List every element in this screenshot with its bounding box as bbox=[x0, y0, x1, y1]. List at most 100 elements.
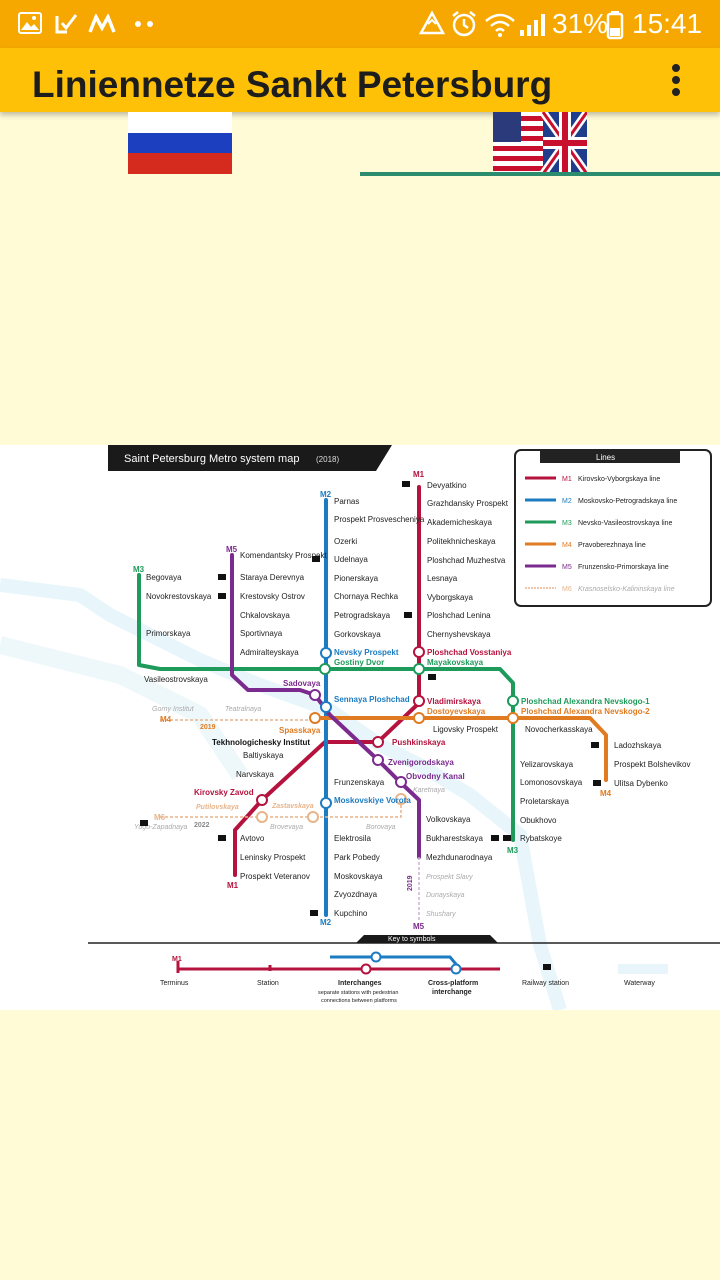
app-bar: Liniennetze Sankt Petersburg bbox=[0, 48, 720, 112]
battery-percent: 31% bbox=[552, 8, 609, 39]
legend-m1-name: Kirovsko-Vyborgskaya line bbox=[578, 476, 660, 483]
station-label: Prospekt Veteranov bbox=[240, 872, 310, 881]
overflow-menu-icon[interactable] bbox=[662, 60, 690, 100]
station-label: Devyatkino bbox=[427, 481, 467, 490]
station-label: Zvenigorodskaya bbox=[388, 758, 454, 767]
legend-m5-name: Frunzensko-Primorskaya line bbox=[578, 564, 669, 571]
station-label: Chornaya Rechka bbox=[334, 592, 399, 601]
key-note: connections between platforms bbox=[321, 998, 397, 1004]
m3-west-stations: Begovaya Novokrestovskaya Primorskaya Va… bbox=[144, 573, 212, 684]
m5-north-label: M5 bbox=[226, 545, 238, 554]
station-label: Borovaya bbox=[366, 824, 396, 831]
station-label: Udelnaya bbox=[334, 555, 368, 564]
alarm-icon bbox=[452, 11, 476, 37]
station-label: Gostiny Dvor bbox=[334, 658, 384, 667]
key-to-symbols: Key to symbols M1 Terminus Station Inter… bbox=[88, 935, 720, 1004]
station-label: Avtovo bbox=[240, 834, 265, 843]
legend-m4-name: Pravoberezhnaya line bbox=[578, 542, 646, 549]
station-label: Gorkovskaya bbox=[334, 630, 381, 639]
key-line-code: M1 bbox=[172, 956, 182, 963]
station-label: Prospekt Slavy bbox=[426, 874, 473, 881]
station-label: Krestovsky Ostrov bbox=[240, 592, 305, 601]
station-label: Admiralteyskaya bbox=[240, 648, 299, 657]
legend-m4-code: M4 bbox=[562, 542, 572, 549]
app-title: Liniennetze Sankt Petersburg bbox=[32, 64, 553, 105]
key-title: Key to symbols bbox=[388, 936, 436, 943]
lines-legend: Lines M1 Kirovsko-Vyborgskaya line M2 Mo… bbox=[514, 449, 712, 607]
station-label: Akademicheskaya bbox=[427, 518, 492, 527]
station-label: Leninsky Prospekt bbox=[240, 853, 306, 862]
battery-icon bbox=[606, 11, 624, 40]
station-label: Gorny Institut bbox=[152, 706, 195, 713]
station-label: Parnas bbox=[334, 497, 359, 506]
station-label: Ploshchad Alexandra Nevskogo-2 bbox=[521, 707, 650, 716]
station-label: Moskovskiye Vorota bbox=[334, 796, 411, 805]
metro-map-svg: .lbl { font-size:8px; fill:#222; } .lblb… bbox=[0, 445, 720, 1013]
legend-m2-name: Moskovsko-Petrogradskaya line bbox=[578, 498, 677, 505]
m1-north-stations: Devyatkino Grazhdansky Prospekt Akademic… bbox=[427, 481, 509, 639]
key-item: Station bbox=[257, 980, 279, 987]
check-icon bbox=[55, 14, 78, 34]
station-label: Petrogradskaya bbox=[334, 611, 391, 620]
station-label: Elektrosila bbox=[334, 834, 371, 843]
tab-russian[interactable] bbox=[128, 112, 232, 174]
station-label: Primorskaya bbox=[146, 629, 191, 638]
station-label: Volkovskaya bbox=[426, 815, 471, 824]
station-label: Pionerskaya bbox=[334, 574, 379, 583]
m2-south-label: M2 bbox=[320, 918, 332, 927]
legend-title: Lines bbox=[596, 453, 615, 462]
station-label: Ploshchad Lenina bbox=[427, 611, 491, 620]
station-label: Ligovsky Prospekt bbox=[433, 725, 499, 734]
station-label: Kirovsky Zavod bbox=[194, 788, 254, 797]
station-label: Ploshchad Alexandra Nevskogo-1 bbox=[521, 697, 650, 706]
legend-m5-code: M5 bbox=[562, 564, 572, 571]
russia-flag-icon bbox=[128, 112, 232, 174]
station-label: Lomonosovskaya bbox=[520, 778, 583, 787]
tab-english[interactable] bbox=[493, 109, 591, 177]
station-label: Chkalovskaya bbox=[240, 611, 290, 620]
legend-m6-code: M6 bbox=[562, 586, 572, 593]
station-label: Yelizarovskaya bbox=[520, 760, 574, 769]
station-label: Vyborgskaya bbox=[427, 593, 474, 602]
station-label: Dunayskaya bbox=[426, 892, 465, 899]
status-bar: 31% 15:41 bbox=[0, 0, 720, 48]
station-label: Ozerki bbox=[334, 537, 357, 546]
station-label: Shushary bbox=[426, 911, 456, 918]
line-m3 bbox=[137, 573, 515, 842]
station-label: Sennaya Ploshchad bbox=[334, 695, 410, 704]
gallery-icon bbox=[18, 12, 42, 34]
railway-station-icons bbox=[140, 481, 601, 916]
usa-uk-flag-icon bbox=[493, 109, 591, 177]
station-label: Sportivnaya bbox=[240, 629, 283, 638]
key-item: Railway station bbox=[522, 980, 569, 987]
station-label: Spasskaya bbox=[279, 726, 321, 735]
station-label: Obukhovo bbox=[520, 816, 557, 825]
recycle-icon bbox=[418, 10, 446, 35]
station-label: Baltiyskaya bbox=[243, 751, 284, 760]
station-label: Ploshchad Vosstaniya bbox=[427, 648, 512, 657]
map-title: Saint Petersburg Metro system map bbox=[124, 453, 299, 465]
key-note: separate stations with pedestrian bbox=[318, 990, 398, 996]
opening-year: 2019 bbox=[407, 875, 414, 891]
station-label: Bukharestskaya bbox=[426, 834, 483, 843]
key-item: Waterway bbox=[624, 980, 655, 987]
legend-m6-name: Krasnoselsko-Kalininskaya line bbox=[578, 586, 675, 593]
station-label: Prospekt Bolshevikov bbox=[614, 760, 690, 769]
legend-m3-code: M3 bbox=[562, 520, 572, 527]
opening-year: 2022 bbox=[194, 822, 210, 829]
m4-east-label: M4 bbox=[600, 789, 612, 798]
station-label: Tekhnologichesky Institut bbox=[212, 738, 310, 747]
station-label: Zastavskaya bbox=[271, 803, 314, 810]
station-label: Sadovaya bbox=[283, 679, 321, 688]
clock: 15:41 bbox=[632, 8, 703, 39]
key-item: Interchanges bbox=[338, 980, 382, 987]
station-label: Lesnaya bbox=[427, 574, 458, 583]
line-m1 bbox=[233, 485, 421, 877]
key-item: Terminus bbox=[160, 980, 189, 987]
station-label: Kupchino bbox=[334, 909, 368, 918]
station-label: Vasileostrovskaya bbox=[144, 675, 208, 684]
legend-m2-code: M2 bbox=[562, 498, 572, 505]
station-label: Rybatskoye bbox=[520, 834, 562, 843]
m3-west-label: M3 bbox=[133, 565, 145, 574]
